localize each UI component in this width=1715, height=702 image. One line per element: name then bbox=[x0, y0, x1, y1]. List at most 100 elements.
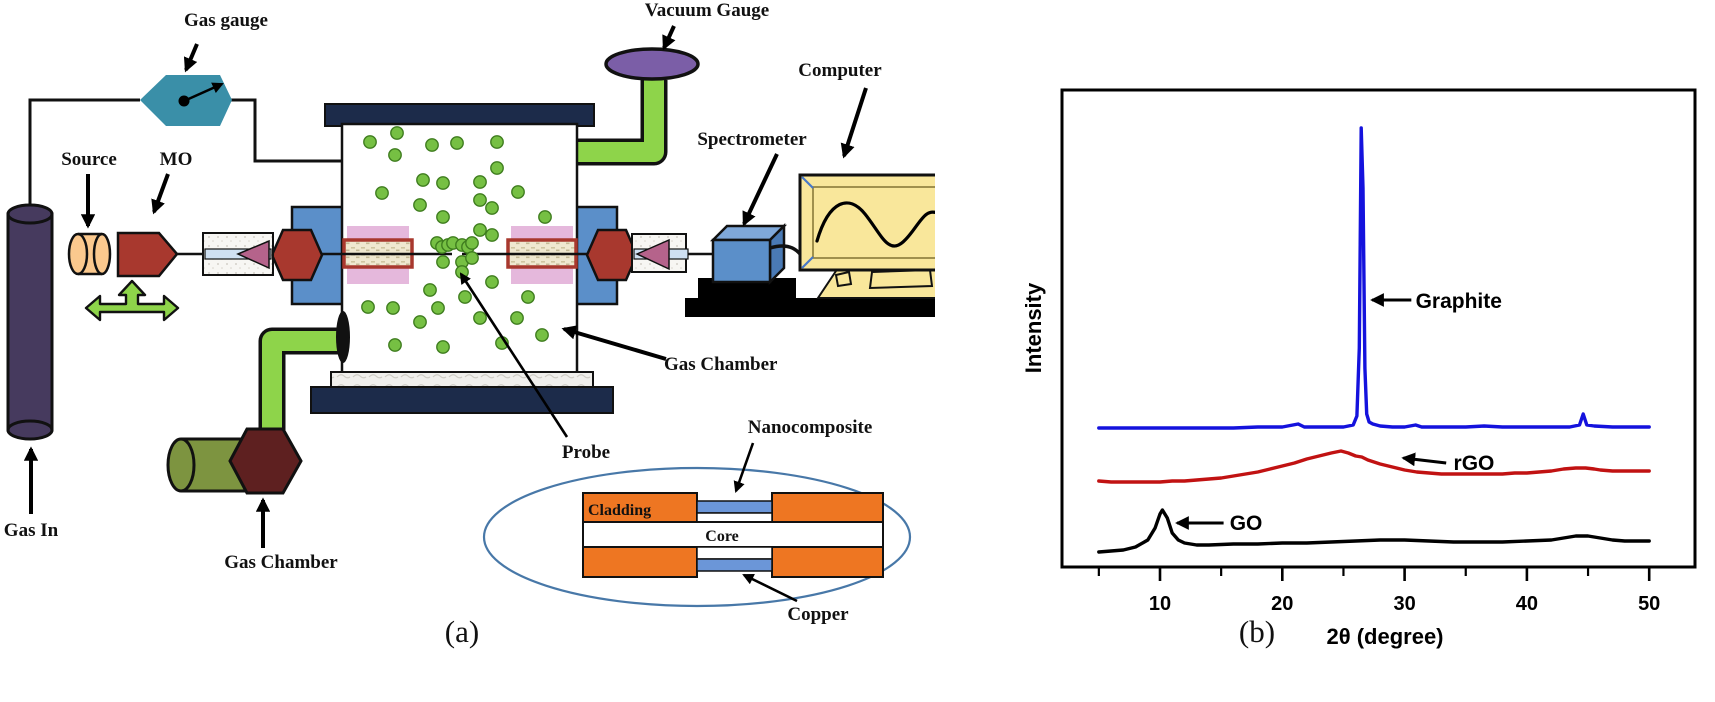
gas-cylinder bbox=[6, 203, 54, 441]
copper-label: Copper bbox=[787, 604, 849, 625]
left-feedthrough-hexagon bbox=[270, 228, 324, 282]
mo-arrow bbox=[151, 173, 170, 215]
vacuum-gauge-label: Vacuum Gauge bbox=[645, 0, 769, 21]
gas-molecule bbox=[490, 135, 504, 149]
gas-molecule bbox=[490, 161, 504, 175]
gas-molecule bbox=[423, 283, 437, 297]
gas-molecule bbox=[436, 255, 450, 269]
gas-molecule bbox=[521, 290, 535, 304]
mouse bbox=[834, 270, 853, 288]
annotation-label-rgo: rGO bbox=[1454, 452, 1495, 475]
right-coupler bbox=[631, 233, 689, 273]
table bbox=[685, 298, 935, 317]
source-label: Source bbox=[61, 149, 117, 170]
xrd-curves bbox=[1097, 126, 1651, 554]
gas-molecule bbox=[473, 311, 487, 325]
gas-chamber-right-label: Gas Chamber bbox=[664, 354, 778, 375]
gas-gauge bbox=[140, 75, 232, 126]
spectrometer-arrow bbox=[742, 153, 779, 227]
spectrometer-label: Spectrometer bbox=[697, 129, 807, 150]
gas-molecule bbox=[458, 290, 472, 304]
cladding-label: Cladding bbox=[588, 502, 651, 519]
monitor bbox=[798, 173, 935, 272]
nanocomposite-label: Nanocomposite bbox=[748, 417, 873, 438]
gas-molecule bbox=[450, 136, 464, 150]
annotation-label-go: GO bbox=[1230, 512, 1263, 535]
spectrometer-cable bbox=[769, 244, 802, 256]
annotation-label-graphite: Graphite bbox=[1416, 290, 1502, 313]
gas-molecule bbox=[465, 251, 479, 265]
gas-line-left bbox=[28, 98, 140, 208]
y-axis-title: Intensity bbox=[1021, 282, 1046, 373]
microscope-objective bbox=[116, 231, 179, 278]
gas-molecule bbox=[485, 201, 499, 215]
nanocomposite-arrow bbox=[733, 442, 755, 493]
gas-outlet-pipe bbox=[258, 327, 343, 430]
probe-label: Probe bbox=[562, 442, 610, 463]
probe-inset: Cladding Core bbox=[482, 466, 912, 608]
core-label: Core bbox=[705, 528, 738, 545]
vacuum-gauge-arrow bbox=[662, 25, 676, 51]
gas-molecule bbox=[535, 328, 549, 342]
screen-waveform bbox=[815, 201, 935, 248]
gas-molecule bbox=[538, 210, 552, 224]
gas-chamber-pump bbox=[166, 427, 303, 495]
gas-gauge-arrow bbox=[183, 43, 199, 73]
gas-molecule bbox=[511, 185, 525, 199]
probe-arrow bbox=[459, 272, 569, 438]
gas-molecule bbox=[485, 228, 499, 242]
right-feedthrough-hexagon bbox=[585, 228, 639, 282]
mo-label: MO bbox=[160, 149, 193, 170]
gas-molecule bbox=[425, 138, 439, 152]
gas-molecule bbox=[431, 301, 445, 315]
gas-molecule bbox=[375, 186, 389, 200]
core-layer bbox=[582, 521, 884, 548]
copper-arrow bbox=[742, 573, 798, 603]
vacuum-pipe bbox=[577, 80, 668, 166]
annotation-arrow-rgo bbox=[1401, 452, 1447, 467]
keyboard bbox=[868, 268, 934, 290]
computer bbox=[798, 173, 935, 299]
gas-molecule bbox=[390, 126, 404, 140]
copper-layer bbox=[696, 558, 773, 572]
computer-label: Computer bbox=[798, 60, 882, 81]
gas-molecule bbox=[436, 340, 450, 354]
curve-rgo bbox=[1097, 449, 1651, 484]
gas-molecule bbox=[465, 236, 479, 250]
gas-in-label: Gas In bbox=[4, 520, 59, 541]
caption-a: (a) bbox=[444, 614, 480, 649]
left-coupler bbox=[202, 232, 274, 276]
vacuum-gauge-head bbox=[604, 47, 700, 81]
gas-molecule bbox=[473, 193, 487, 207]
gas-molecule bbox=[388, 338, 402, 352]
spectrometer bbox=[698, 222, 802, 298]
gas-gauge-label: Gas gauge bbox=[184, 10, 268, 31]
gas-molecule bbox=[386, 301, 400, 315]
gas-molecule bbox=[473, 175, 487, 189]
curve-go bbox=[1097, 508, 1651, 554]
computer-arrow bbox=[840, 87, 868, 159]
gas-line-right bbox=[230, 98, 342, 163]
tick-label: 20 bbox=[1271, 593, 1293, 615]
gas-molecule bbox=[413, 315, 427, 329]
gas-molecule bbox=[363, 135, 377, 149]
gas-molecule bbox=[485, 275, 499, 289]
gauge-pivot-dot bbox=[178, 95, 190, 107]
tick-label: 50 bbox=[1638, 593, 1660, 615]
translation-stage-arrows bbox=[84, 279, 180, 322]
gas-molecule bbox=[436, 176, 450, 190]
gas-molecule bbox=[361, 300, 375, 314]
gas-molecule bbox=[416, 173, 430, 187]
gas-molecule bbox=[510, 311, 524, 325]
gas-molecules bbox=[361, 126, 552, 354]
tick-label: 40 bbox=[1516, 593, 1538, 615]
tick-label: 10 bbox=[1149, 593, 1171, 615]
gas-molecule bbox=[436, 210, 450, 224]
gas-chamber-bottom-label: Gas Chamber bbox=[224, 552, 338, 573]
curve-graphite bbox=[1097, 126, 1651, 430]
gas-chamber-right-arrow bbox=[561, 325, 667, 361]
gas-molecule bbox=[388, 148, 402, 162]
